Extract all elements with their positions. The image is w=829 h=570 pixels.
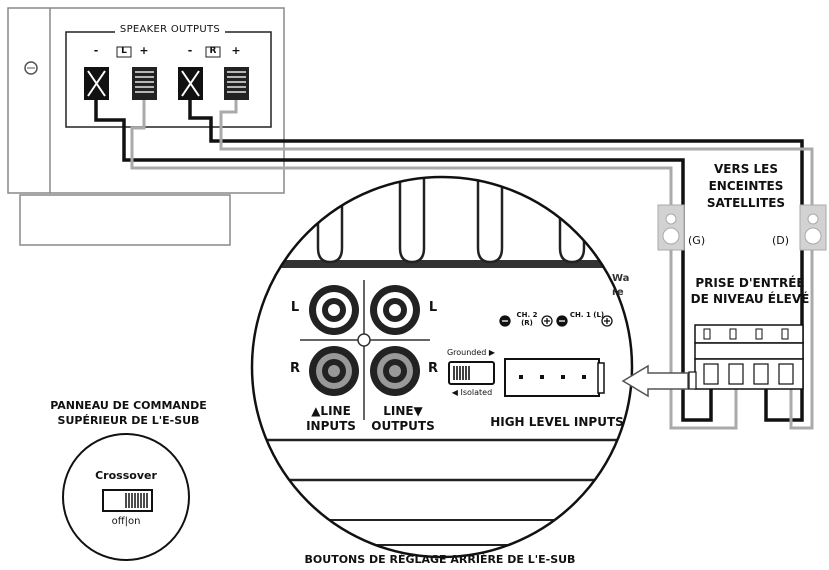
line-inputs-label: ▲LINE INPUTS <box>306 404 356 433</box>
rca-label-l-output: L <box>428 300 438 315</box>
rca-line-output-right[interactable] <box>370 346 420 396</box>
high-level-input-plug-label: PRISE D'ENTRÉE DE NIVEAU ÉLEVÉ <box>690 276 810 306</box>
top-control-panel <box>62 433 190 561</box>
rear-panel-caption: BOUTONS DE RÉGLAGE ARRIÈRE DE L'E-SUB <box>304 553 576 566</box>
terminal-r-minus <box>178 67 203 100</box>
terminal-r-label: R <box>209 46 217 56</box>
terminal-l-plus <box>132 67 157 100</box>
crossover-label: Crossover <box>95 469 157 482</box>
satellites-heading: VERS LES ENCEINTES SATELLITES <box>706 162 786 210</box>
rca-label-r-input: R <box>289 361 300 376</box>
terminal-l-minus-label: - <box>93 44 99 57</box>
ch2-label: CH. 2 (R) <box>516 311 538 327</box>
terminal-r-plus <box>224 67 249 100</box>
high-level-inputs-label: HIGH LEVEL INPUTS <box>490 415 624 429</box>
terminal-l-label: L <box>121 46 127 56</box>
speaker-wires <box>94 100 814 430</box>
partial-panel-text: Wa re <box>612 273 630 298</box>
isolated-label: ◀ Isolated <box>451 388 493 397</box>
rca-label-l-input: L <box>290 300 300 315</box>
top-panel-heading: PANNEAU DE COMMANDE SUPÉRIEUR DE L'E-SUB <box>50 399 207 427</box>
ch1-label: CH. 1 (L) <box>569 311 605 319</box>
rca-line-output-left[interactable] <box>370 285 420 335</box>
satellite-left-tag: (G) <box>688 234 706 247</box>
terminal-l-minus <box>84 67 109 100</box>
crossover-states-label: off|on <box>111 516 141 527</box>
ground-isolated-switch[interactable] <box>448 361 495 385</box>
terminal-l-plus-label: + <box>139 44 149 57</box>
terminal-r-plus-label: + <box>231 44 241 57</box>
grounded-label: Grounded ▶ <box>446 348 496 357</box>
crossover-switch[interactable] <box>102 489 153 512</box>
satellite-speaker-right <box>799 204 827 251</box>
arrow-icon <box>621 364 689 398</box>
terminal-r-minus-label: - <box>187 44 193 57</box>
satellite-right-tag: (D) <box>772 234 790 247</box>
rca-line-input-left[interactable] <box>309 285 359 335</box>
line-outputs-label: LINE▼ OUTPUTS <box>371 404 435 433</box>
polarity-symbols <box>499 315 613 327</box>
speaker-outputs-title: SPEAKER OUTPUTS <box>119 24 221 35</box>
high-level-input-connector[interactable] <box>504 358 605 397</box>
satellite-speaker-left <box>657 204 685 251</box>
high-level-plug <box>688 324 804 390</box>
rca-line-input-right[interactable] <box>309 346 359 396</box>
rca-label-r-output: R <box>427 361 438 376</box>
rear-panel-zoom <box>250 175 634 559</box>
